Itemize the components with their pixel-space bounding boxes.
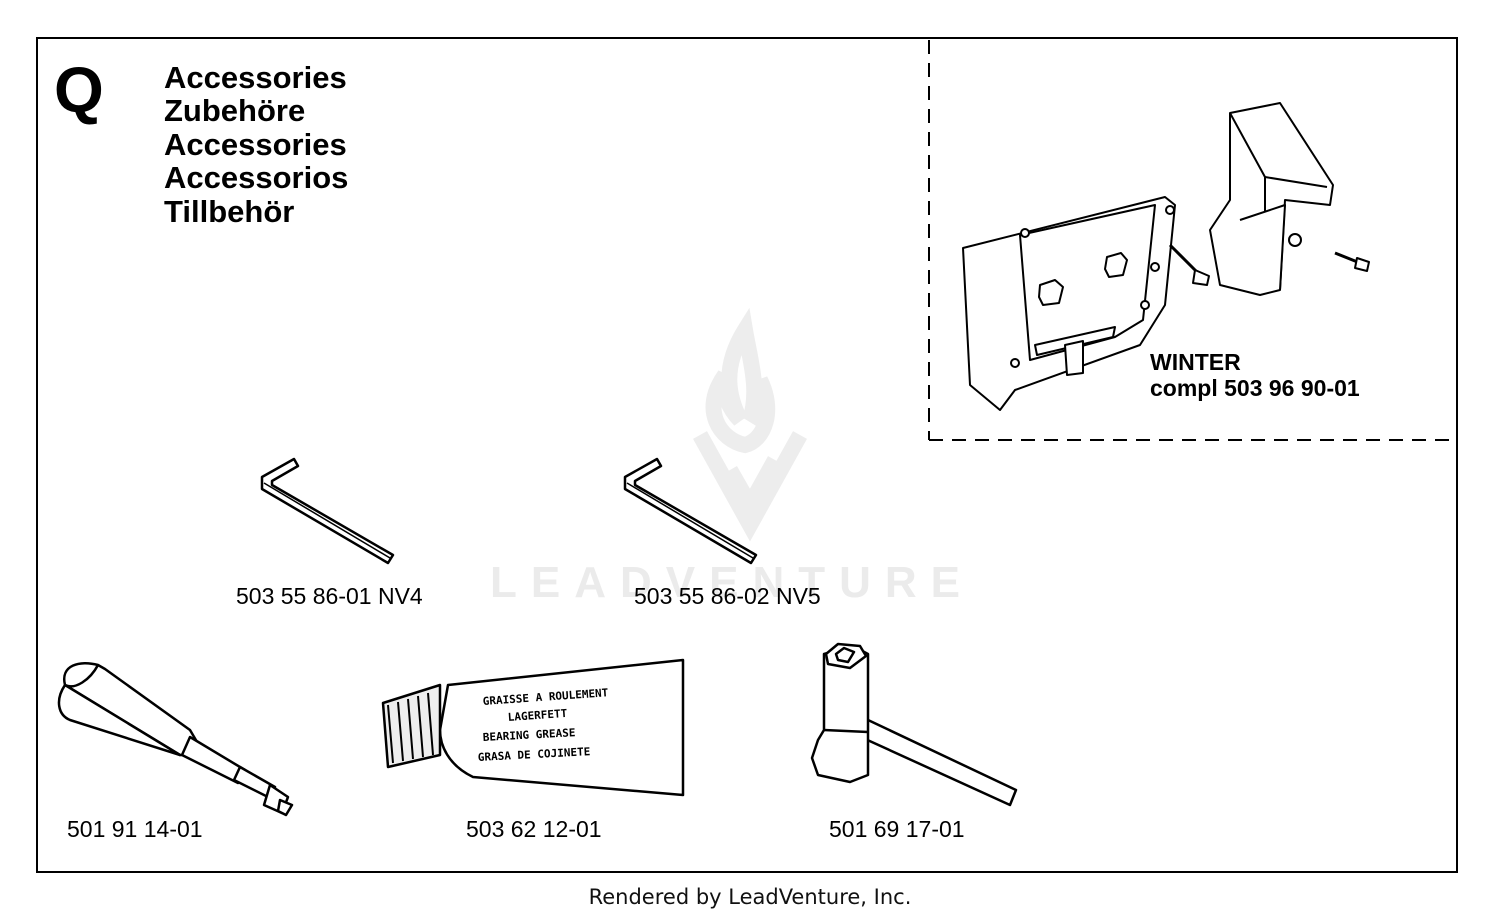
winter-kit-drawing: [962, 102, 1370, 411]
part-label-combination-wrench: 501 69 17-01: [829, 816, 965, 842]
section-letter: Q: [54, 54, 104, 126]
footer-credit: Rendered by LeadVenture, Inc.: [588, 885, 912, 909]
combination-wrench-drawing: [810, 642, 1018, 807]
grease-tube-drawing: GRAISSE A ROULEMENT LAGERFETT BEARING GR…: [381, 658, 685, 797]
tube-text-german: LAGERFETT: [507, 707, 568, 724]
winter-kit-part-number: compl 503 96 90-01: [1150, 375, 1360, 401]
part-label-grease-tube: 503 62 12-01: [466, 816, 602, 842]
tube-text-spanish: GRASA DE COJINETE: [477, 745, 590, 764]
hex-key-nv4-drawing: [260, 457, 395, 565]
watermark-text: LEADVENTURE: [490, 558, 975, 607]
title-spanish: Accessorios: [164, 160, 349, 195]
winter-kit-title: WINTER: [1150, 349, 1241, 375]
title-french: Accessories: [164, 127, 347, 162]
title-german: Zubehöre: [164, 93, 306, 128]
part-label-grease-gun: 501 91 14-01: [67, 816, 203, 842]
part-label-hex-key-nv4: 503 55 86-01 NV4: [236, 583, 423, 609]
grease-gun-drawing: [57, 661, 294, 817]
part-label-hex-key-nv5: 503 55 86-02 NV5: [634, 583, 821, 609]
diagram-frame: [36, 37, 1458, 873]
leadventure-logo-watermark: [693, 307, 807, 542]
title-english: Accessories: [164, 60, 347, 95]
title-swedish: Tillbehör: [164, 194, 295, 229]
tube-text-english: BEARING GREASE: [482, 726, 575, 744]
hex-key-nv5-drawing: [623, 457, 758, 565]
